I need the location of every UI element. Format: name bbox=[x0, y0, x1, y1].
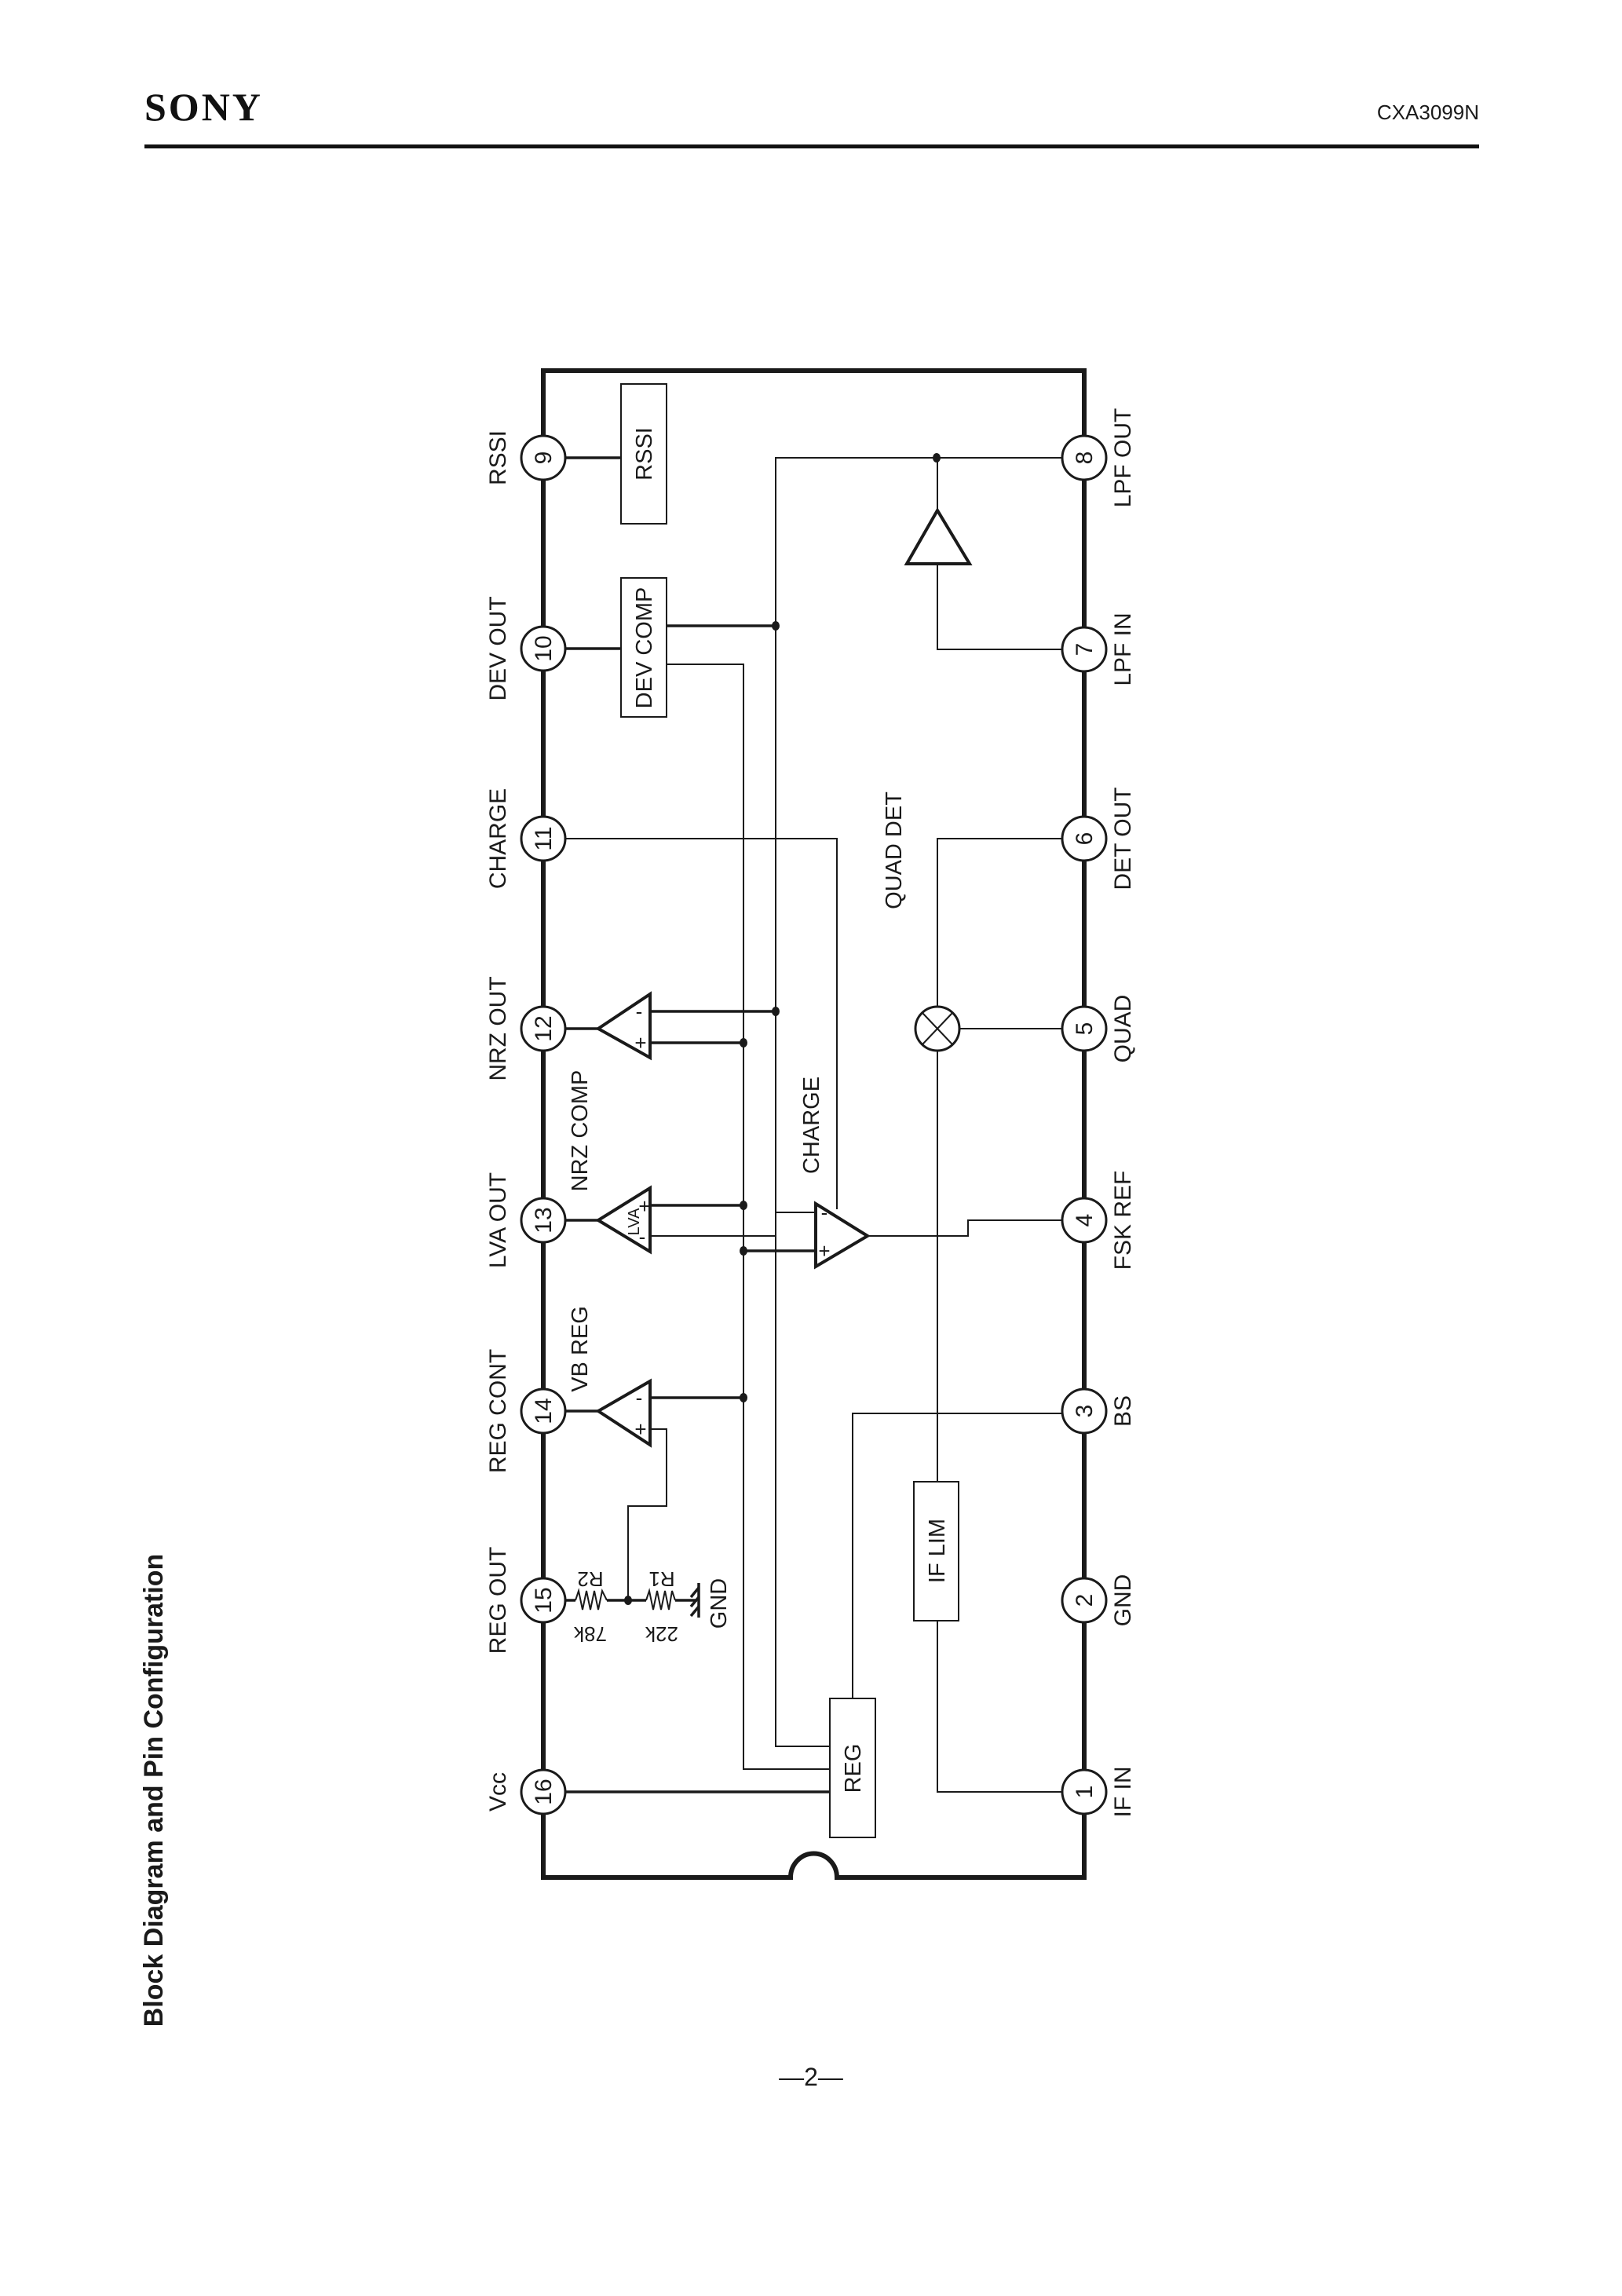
svg-text:1: 1 bbox=[1072, 1786, 1098, 1799]
svg-text:-: - bbox=[639, 1225, 646, 1249]
svg-text:12: 12 bbox=[531, 1015, 557, 1041]
charge-comparator-icon: - + bbox=[814, 1201, 871, 1270]
sony-logo: SONY bbox=[144, 85, 263, 129]
package-outline bbox=[541, 368, 1087, 1880]
pin-label: LPF IN bbox=[1110, 612, 1136, 686]
pin-7: 7 LPF IN bbox=[1061, 612, 1136, 686]
nrz-comparator-icon: - + bbox=[595, 991, 652, 1061]
svg-text:3: 3 bbox=[1072, 1405, 1098, 1418]
svg-text:-: - bbox=[636, 1000, 643, 1023]
pin-13: 13 LVA OUT bbox=[485, 1172, 567, 1268]
svg-text:4: 4 bbox=[1072, 1214, 1098, 1227]
pin-label: IF IN bbox=[1110, 1767, 1136, 1818]
pin-15: 15 REG OUT bbox=[485, 1547, 567, 1654]
svg-text:DEV COMP: DEV COMP bbox=[632, 587, 657, 709]
svg-text:5: 5 bbox=[1072, 1022, 1098, 1036]
pin-12: 12 NRZ OUT bbox=[485, 976, 567, 1081]
svg-text:LVA: LVA bbox=[626, 1208, 643, 1235]
svg-text:RSSI: RSSI bbox=[632, 427, 657, 481]
svg-text:15: 15 bbox=[531, 1587, 557, 1613]
svg-text:13: 13 bbox=[531, 1207, 557, 1233]
svg-text:2: 2 bbox=[1072, 1594, 1098, 1607]
pin-label: FSK REF bbox=[1110, 1171, 1136, 1270]
wiring bbox=[565, 456, 1062, 1793]
pin-3: 3 BS bbox=[1061, 1387, 1136, 1435]
pin-14: 14 REG CONT bbox=[485, 1349, 567, 1473]
ground-icon bbox=[689, 1583, 700, 1618]
svg-text:+: + bbox=[634, 1417, 646, 1441]
rssi-block: RSSI bbox=[620, 383, 667, 525]
svg-text:-: - bbox=[821, 1201, 828, 1224]
pin-label: QUAD bbox=[1110, 995, 1136, 1063]
svg-text:11: 11 bbox=[531, 826, 557, 850]
junction-dots bbox=[624, 453, 941, 1605]
pin-label: DET OUT bbox=[1110, 787, 1136, 890]
svg-text:16: 16 bbox=[531, 1779, 557, 1804]
vb-reg-amplifier-icon: - + bbox=[595, 1378, 652, 1448]
mixer-icon bbox=[914, 1005, 961, 1052]
pin-label: Vcc bbox=[485, 1772, 511, 1812]
pin-label: LPF OUT bbox=[1110, 408, 1136, 508]
if-lim-block: IF LIM bbox=[913, 1481, 959, 1621]
r2-name: R2 bbox=[577, 1567, 603, 1591]
pin-4: 4 FSK REF bbox=[1061, 1171, 1136, 1270]
part-number: CXA3099N bbox=[1377, 101, 1479, 124]
lpf-buffer-icon bbox=[904, 507, 973, 565]
gnd-label: GND bbox=[707, 1578, 732, 1629]
charge-label: CHARGE bbox=[799, 1077, 824, 1174]
pin-2: 2 GND bbox=[1061, 1574, 1136, 1627]
pin-label: GND bbox=[1110, 1574, 1136, 1627]
svg-text:10: 10 bbox=[531, 635, 557, 661]
pin-10: 10 DEV OUT bbox=[485, 596, 567, 701]
svg-text:-: - bbox=[636, 1386, 643, 1409]
pin-16: 16 Vcc bbox=[485, 1768, 567, 1815]
pin-label: BS bbox=[1110, 1395, 1136, 1427]
svg-text:REG: REG bbox=[841, 1744, 866, 1793]
r1-value: 22k bbox=[645, 1622, 678, 1646]
svg-text:+: + bbox=[638, 1194, 650, 1218]
r1-name: R1 bbox=[648, 1567, 674, 1591]
section-title: Block Diagram and Pin Configuration bbox=[139, 1554, 169, 2027]
pin-label: NRZ OUT bbox=[485, 976, 511, 1080]
svg-text:6: 6 bbox=[1072, 832, 1098, 846]
pin-label: REG OUT bbox=[485, 1547, 511, 1654]
svg-text:14: 14 bbox=[531, 1398, 557, 1424]
svg-text:9: 9 bbox=[531, 452, 557, 465]
svg-text:+: + bbox=[818, 1239, 830, 1263]
pin-8: 8 LPF OUT bbox=[1061, 408, 1136, 508]
r2-value: 78k bbox=[573, 1622, 607, 1646]
pin-6: 6 DET OUT bbox=[1061, 787, 1136, 890]
dev-comp-block: DEV COMP bbox=[620, 577, 667, 718]
pin-1: 1 IF IN bbox=[1061, 1767, 1136, 1818]
pin-label: LVA OUT bbox=[485, 1172, 511, 1268]
vb-reg-label: VB REG bbox=[568, 1306, 593, 1392]
pin-label: CHARGE bbox=[485, 788, 511, 889]
lva-amplifier-icon: + - LVA bbox=[595, 1185, 652, 1255]
svg-text:IF LIM: IF LIM bbox=[925, 1519, 950, 1583]
svg-text:8: 8 bbox=[1072, 452, 1098, 465]
pin-9: 9 RSSI bbox=[485, 430, 567, 485]
pin-label: DEV OUT bbox=[485, 596, 511, 700]
pin-11: 11 CHARGE bbox=[485, 788, 567, 889]
quad-det-label: QUAD DET bbox=[882, 792, 907, 909]
svg-text:+: + bbox=[634, 1031, 646, 1055]
nrz-comp-label: NRZ COMP bbox=[568, 1070, 593, 1192]
pin-label: REG CONT bbox=[485, 1349, 511, 1473]
page-number: —2— bbox=[779, 2063, 843, 2091]
pin-label: RSSI bbox=[485, 430, 511, 485]
header-rule bbox=[144, 144, 1479, 148]
pin-5: 5 QUAD bbox=[1061, 995, 1136, 1063]
reg-block: REG bbox=[829, 1698, 876, 1838]
svg-text:7: 7 bbox=[1072, 643, 1098, 656]
